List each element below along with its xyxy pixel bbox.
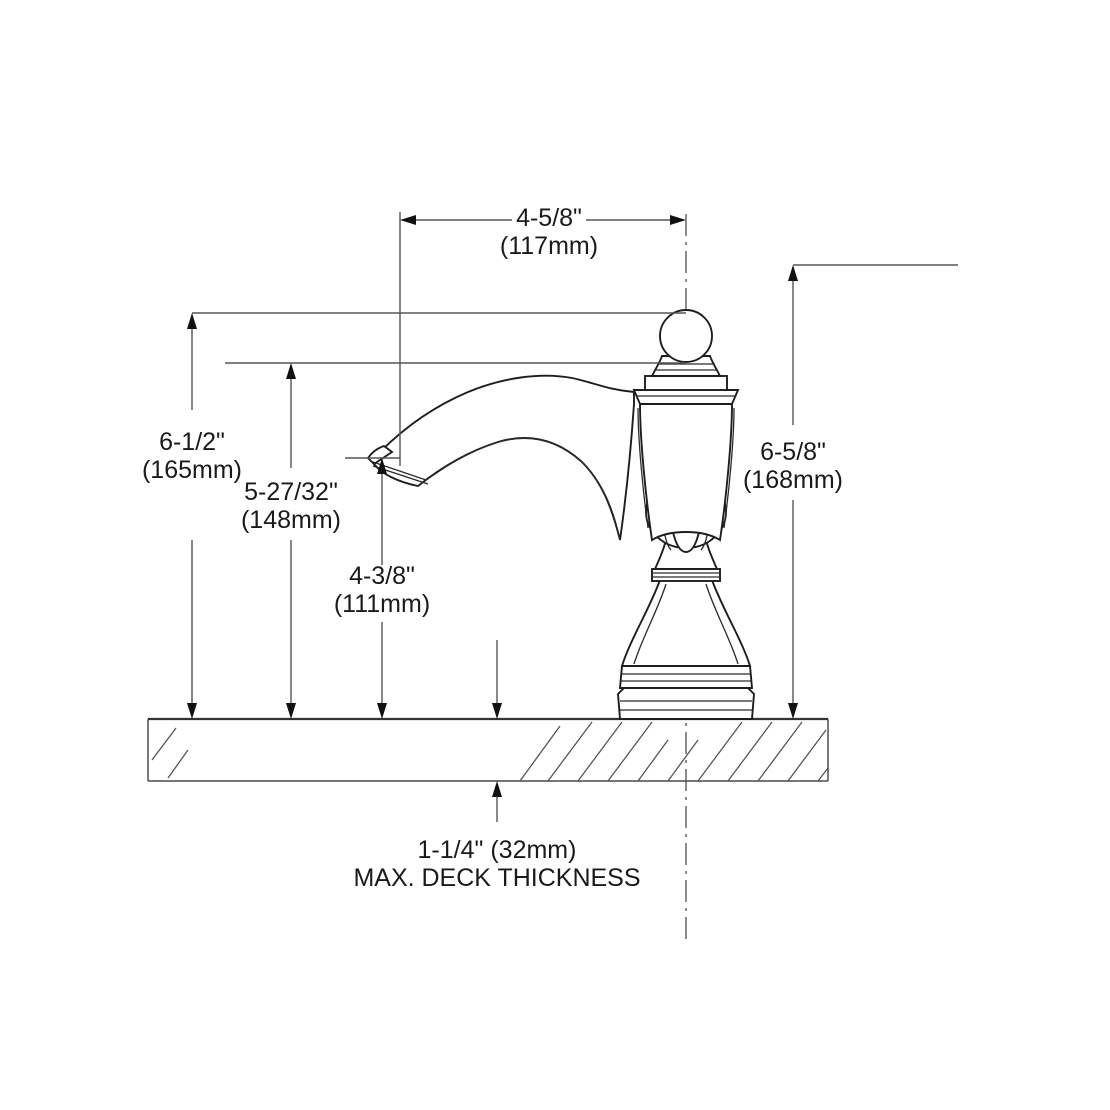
handle-shoulder xyxy=(632,389,740,405)
body-lower-highlight-left xyxy=(633,583,667,665)
deck-label-note: MAX. DECK THICKNESS xyxy=(353,864,640,892)
spout-arm xyxy=(372,374,635,541)
faucet-assembly xyxy=(366,309,755,720)
finial-ring-stack xyxy=(644,375,728,391)
outlet-label-imperial: 4-3/8" xyxy=(349,562,415,590)
reach-arrow-right xyxy=(670,215,686,225)
mid-ring-stack xyxy=(651,568,721,582)
overall-label-imperial: 6-1/2" xyxy=(159,428,225,456)
outlet-label-metric: (111mm) xyxy=(334,590,430,618)
dimension-overall-height: 6-1/2" (165mm) xyxy=(142,312,686,719)
deck-left-hatch-ticks xyxy=(151,727,189,779)
reach-arrow-left xyxy=(400,215,416,225)
deck-section-hatching xyxy=(519,721,829,782)
handle-label-metric: (168mm) xyxy=(743,466,843,494)
deck-arrow-down xyxy=(492,703,502,719)
dimension-spout-top-height: 5-27/32" (148mm) xyxy=(225,362,686,719)
dimension-handle-height: 6-5/8" (168mm) xyxy=(743,264,958,719)
handle-label-imperial: 6-5/8" xyxy=(760,438,826,466)
deck-arrow-up xyxy=(492,781,502,797)
spout-underside-curve xyxy=(417,437,621,541)
handle-arrow-bottom xyxy=(788,703,798,719)
spouttop-arrow-bottom xyxy=(286,703,296,719)
ball-finial xyxy=(659,309,713,363)
reach-label-imperial: 4-5/8" xyxy=(516,204,582,232)
reach-label-metric: (117mm) xyxy=(500,232,598,260)
deck-label-imperial-metric: 1-1/4" (32mm) xyxy=(418,836,577,864)
handle-arrow-top xyxy=(788,265,798,281)
spout-outlet-edge-1 xyxy=(369,460,427,481)
spouttop-label-metric: (148mm) xyxy=(241,506,341,534)
body-upper-highlight-left xyxy=(637,407,649,529)
escutcheon-collar xyxy=(618,665,754,689)
overall-arrow-bottom xyxy=(187,703,197,719)
outlet-arrow-bottom xyxy=(377,703,387,719)
overall-label-metric: (165mm) xyxy=(142,456,242,484)
deck xyxy=(147,717,829,782)
body-upper-highlight-right xyxy=(723,407,735,529)
spouttop-label-imperial: 5-27/32" xyxy=(244,478,338,506)
body-lower-highlight-right xyxy=(705,583,739,665)
dimension-spout-outlet-height: 4-3/8" (111mm) xyxy=(334,457,430,719)
outlet-arrow-top xyxy=(377,458,387,474)
spouttop-arrow-top xyxy=(286,363,296,379)
dimension-max-deck-thickness: 1-1/4" (32mm) MAX. DECK THICKNESS xyxy=(353,640,641,892)
dimension-spout-reach: 4-5/8" (117mm) xyxy=(399,204,686,466)
overall-arrow-top xyxy=(187,313,197,329)
body-lower-flare xyxy=(620,579,752,667)
body-upper-column xyxy=(639,403,733,542)
finial-neck xyxy=(650,355,722,377)
escutcheon-base xyxy=(617,687,755,720)
